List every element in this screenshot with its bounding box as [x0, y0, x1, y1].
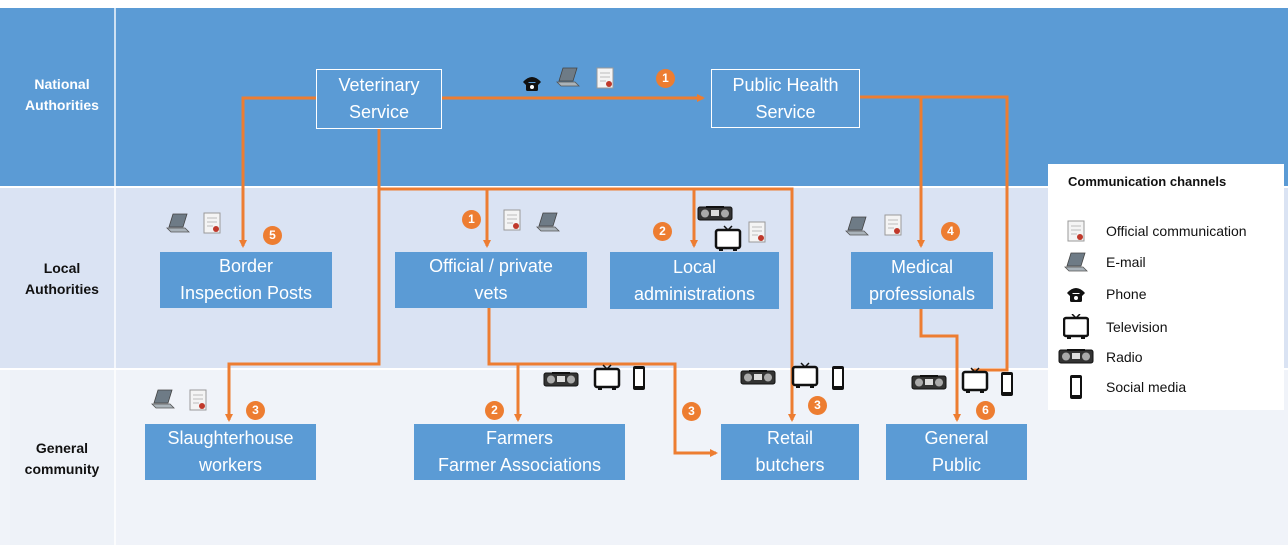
document-icon [1067, 220, 1085, 242]
step-number: 1 [656, 69, 675, 88]
legend-item: E-mail [1058, 252, 1146, 272]
node-retail-butchers: Retail butchers [721, 424, 859, 480]
laptop-icon [536, 212, 560, 232]
band-label-community: General community [24, 440, 100, 477]
arrow-vet-branch [379, 187, 796, 422]
node-official-private-vets: Official / private vets [395, 252, 587, 308]
tv-icon [593, 363, 621, 392]
radio-icon [697, 206, 733, 221]
laptop-icon [166, 213, 190, 233]
legend-item: Radio [1058, 348, 1143, 365]
node-veterinary-service: Veterinary Service [316, 69, 442, 129]
node-border-inspection-posts: Border Inspection Posts [160, 252, 332, 308]
step-number: 2 [653, 222, 672, 241]
legend-label: Phone [1106, 286, 1147, 302]
step-number: 2 [485, 401, 504, 420]
phone-icon [1067, 288, 1085, 302]
label-column-national [10, 8, 114, 186]
legend-title: Communication channels [1068, 174, 1227, 189]
step-number: 1 [462, 210, 481, 229]
smartphone-icon [633, 366, 645, 390]
document-icon [203, 212, 221, 234]
legend-item: Phone [1058, 285, 1146, 303]
document-icon [884, 214, 902, 236]
radio-icon [543, 372, 579, 387]
tv-icon [791, 361, 819, 390]
radio-icon [1058, 349, 1094, 364]
column-divider [114, 8, 116, 545]
laptop-icon [556, 67, 580, 87]
node-general-public: General Public [886, 424, 1027, 480]
laptop-icon [845, 216, 869, 236]
legend-item: Official communication [1058, 220, 1247, 242]
arrow-vets-to-retail [518, 362, 718, 457]
arrow-vet-to-border [239, 96, 316, 248]
legend: Communication channels Official communic… [1048, 164, 1284, 410]
arrow-vets-to-farmers [487, 308, 522, 422]
tv-icon [961, 366, 989, 395]
step-number: 3 [682, 402, 701, 421]
smartphone-icon [832, 366, 844, 390]
laptop-icon [151, 389, 175, 409]
step-number: 3 [808, 396, 827, 415]
smartphone-icon [1001, 372, 1013, 396]
legend-item: Television [1058, 314, 1167, 340]
node-public-health-service: Public Health Service [711, 69, 860, 128]
band-label-national: National Authorities [25, 76, 99, 113]
document-icon [596, 67, 614, 89]
tv-icon [714, 224, 742, 253]
laptop-icon [1064, 252, 1088, 272]
tv-icon [1063, 314, 1089, 340]
step-number: 6 [976, 401, 995, 420]
legend-label: Social media [1106, 379, 1187, 395]
band-label-local: Local Authorities [25, 260, 99, 297]
label-column-community [10, 370, 114, 545]
document-icon [503, 209, 521, 231]
node-local-administrations: Local administrations [610, 252, 779, 309]
radio-icon [911, 375, 947, 390]
step-number: 5 [263, 226, 282, 245]
node-medical-professionals: Medical professionals [851, 252, 993, 309]
node-farmers: Farmers Farmer Associations [414, 424, 625, 480]
phone-icon [523, 77, 541, 91]
smartphone-icon [1070, 375, 1082, 399]
node-slaughterhouse-workers: Slaughterhouse workers [145, 424, 316, 480]
legend-label: Radio [1106, 348, 1143, 365]
legend-item: Social media [1058, 374, 1186, 400]
legend-label: Official communication [1106, 223, 1247, 239]
document-icon [748, 221, 766, 243]
step-number: 3 [246, 401, 265, 420]
legend-label: E-mail [1106, 254, 1146, 270]
label-column-local [10, 188, 114, 368]
legend-label: Television [1106, 319, 1168, 335]
arrow-medical-to-public [919, 309, 961, 422]
document-icon [189, 389, 207, 411]
radio-icon [740, 370, 776, 385]
arrow-vet-to-slaughter [225, 129, 381, 422]
step-number: 4 [941, 222, 960, 241]
